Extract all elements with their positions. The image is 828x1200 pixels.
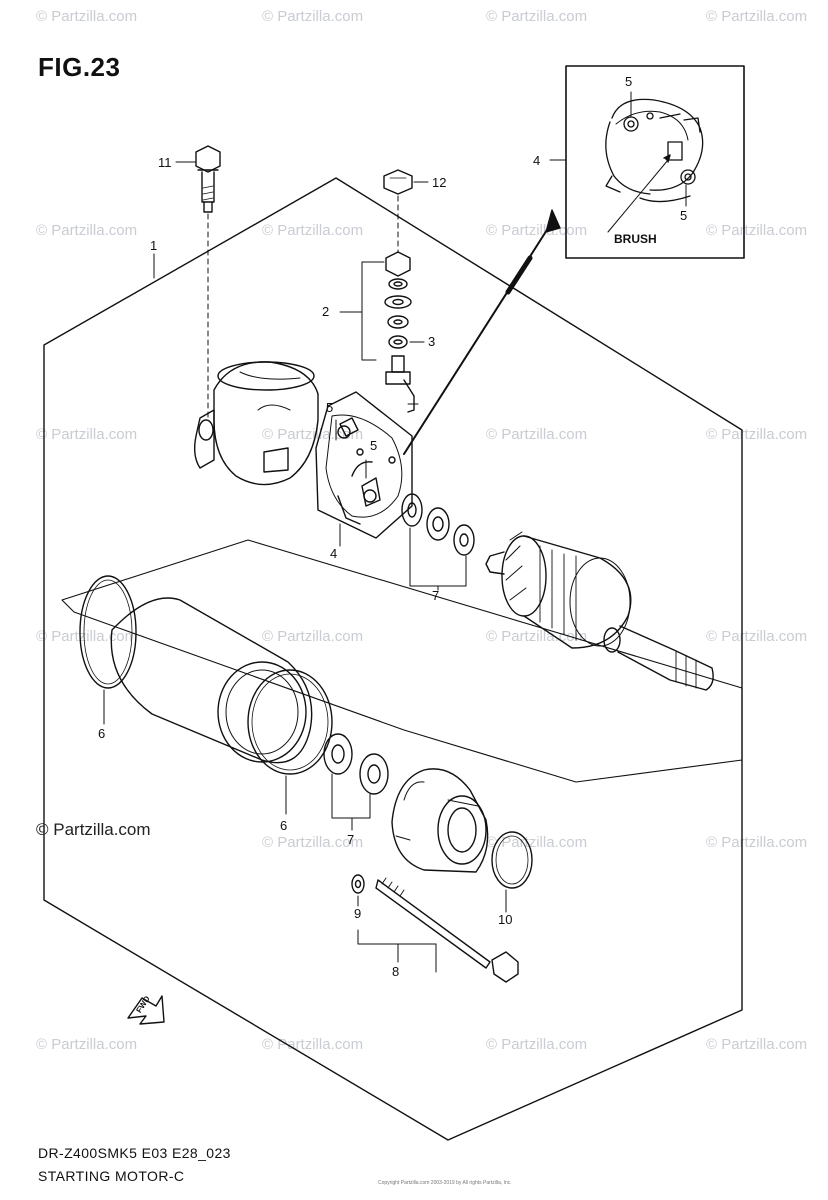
washer-9: [351, 874, 365, 894]
through-bolt-8: [375, 877, 519, 983]
armature: [485, 531, 714, 691]
callout-2: 2: [322, 304, 330, 319]
watermark: © Partzilla.com: [486, 1036, 588, 1053]
watermark: © Partzilla.com: [36, 8, 138, 25]
callout-10: 10: [498, 912, 513, 927]
small-print: Copyright Partzilla.com 2003-2019 by All…: [378, 1180, 512, 1186]
o-ring-10: [491, 831, 533, 889]
diagram-caption: STARTING MOTOR-C: [38, 1168, 185, 1184]
front-end-housing: [391, 768, 489, 873]
callout-7: 7: [347, 832, 355, 847]
watermark: © Partzilla.com: [706, 222, 808, 239]
lower-washer-set: [323, 733, 389, 795]
fwd-arrow-icon: [127, 995, 165, 1025]
callout-5: 5: [370, 438, 378, 453]
watermark: © Partzilla.com: [262, 834, 364, 851]
callout-4: 4: [330, 546, 338, 561]
assembly-frame: [43, 177, 743, 1141]
watermark: © Partzilla.com: [262, 222, 364, 239]
callout-1: 1: [150, 238, 158, 253]
watermark: © Partzilla.com: [706, 834, 808, 851]
callout-4: 4: [533, 153, 541, 168]
watermark: © Partzilla.com: [486, 426, 588, 443]
callout-6: 6: [280, 818, 288, 833]
callout-5: 5: [326, 400, 334, 415]
brush-inset-box: [565, 65, 745, 259]
watermark: © Partzilla.com: [486, 834, 588, 851]
callout-11: 11: [158, 155, 172, 170]
callout-5: 5: [680, 208, 688, 223]
brush-holder-plate: [315, 391, 413, 539]
terminal-nut-stack: [383, 169, 429, 413]
callout-3: 3: [428, 334, 436, 349]
watermark: © Partzilla.com: [262, 628, 364, 645]
callout-12: 12: [432, 175, 447, 190]
watermark: © Partzilla.com: [36, 426, 138, 443]
long-bolt-11: [195, 145, 221, 421]
watermark: © Partzilla.com: [262, 8, 364, 25]
callout-7: 7: [432, 588, 440, 603]
watermark: © Partzilla.com: [706, 8, 808, 25]
callout-6: 6: [98, 726, 106, 741]
watermark: © Partzilla.com: [36, 222, 138, 239]
watermark: © Partzilla.com: [706, 1036, 808, 1053]
rear-end-cover: [193, 361, 319, 486]
upper-washer-set: [401, 493, 475, 556]
watermark: © Partzilla.com: [36, 1036, 138, 1053]
watermark: © Partzilla.com: [486, 222, 588, 239]
watermark: © Partzilla.com: [706, 426, 808, 443]
inner-panel: [61, 539, 743, 783]
callout-9: 9: [354, 906, 362, 921]
figure-title: FIG.23: [38, 52, 121, 82]
watermark: © Partzilla.com: [262, 1036, 364, 1053]
brush-holder-detail: [605, 98, 704, 203]
copyright-note: © Partzilla.com: [36, 820, 151, 839]
watermark: © Partzilla.com: [486, 8, 588, 25]
o-rings: [79, 575, 333, 775]
watermark: © Partzilla.com: [706, 628, 808, 645]
callout-5: 5: [625, 74, 633, 89]
callout-8: 8: [392, 964, 400, 979]
brush-label: BRUSH: [614, 232, 657, 246]
model-code: DR-Z400SMK5 E03 E28_023: [38, 1145, 231, 1161]
yoke-housing: [110, 597, 313, 764]
